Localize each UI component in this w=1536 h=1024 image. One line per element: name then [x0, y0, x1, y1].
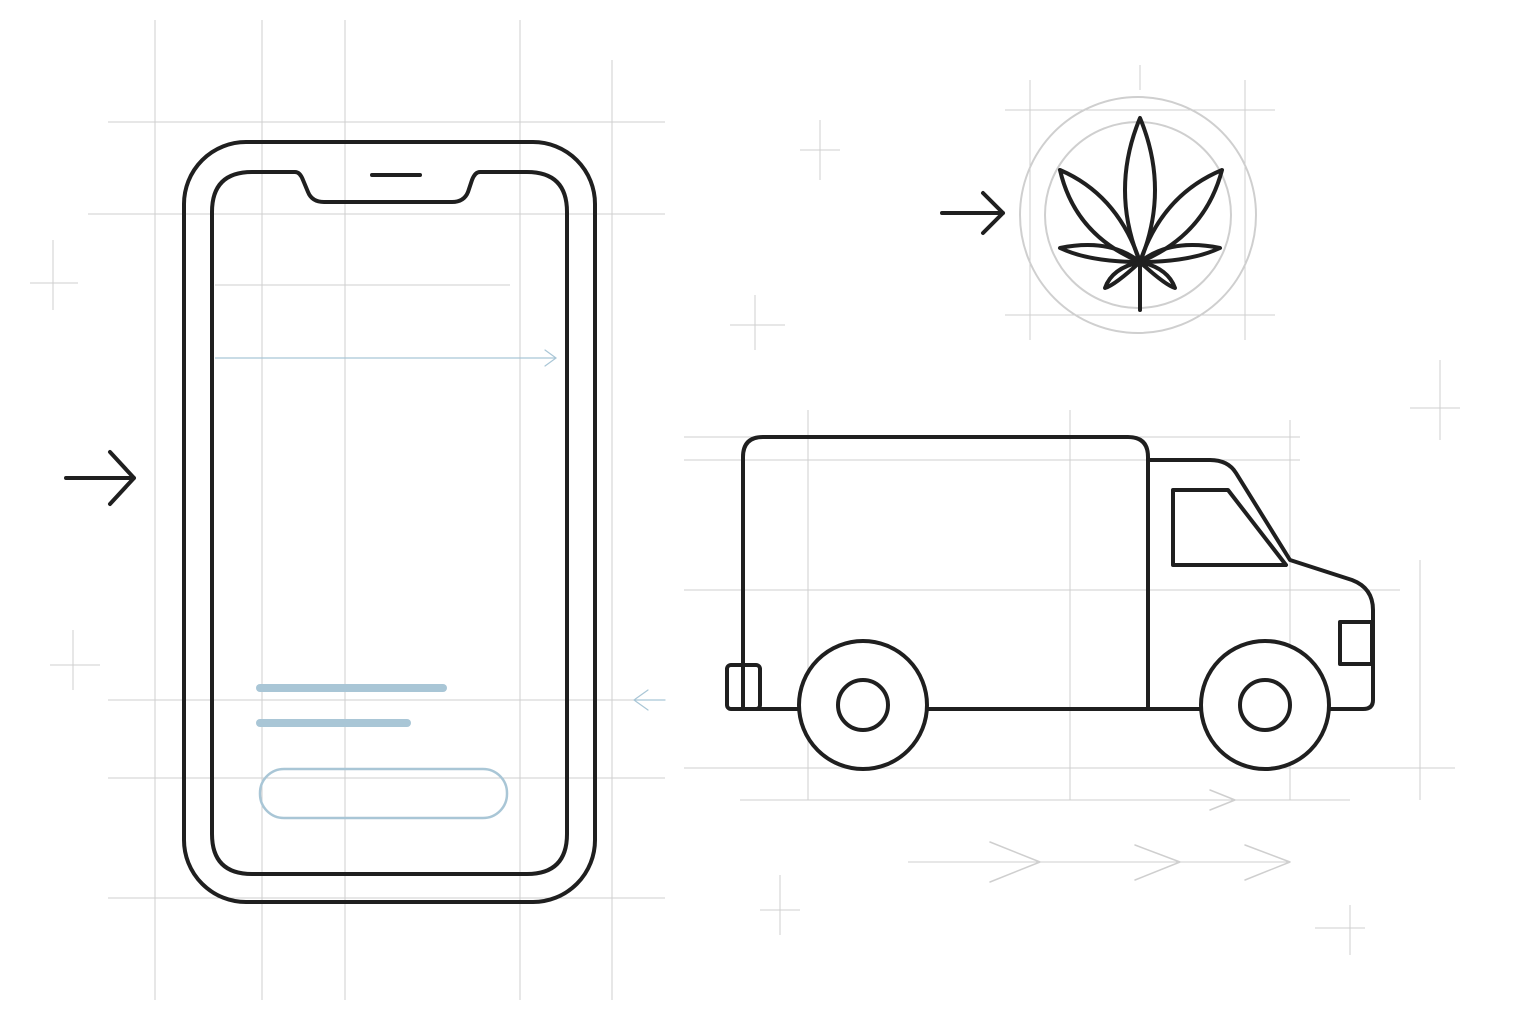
delivery-truck-icon: [725, 435, 1375, 771]
cannabis-leaf-icon: [1019, 96, 1257, 334]
order-button: [258, 767, 509, 820]
motion-arrows: [989, 789, 1291, 883]
arrow-right-icon: [940, 191, 1005, 235]
arrow-right-icon: [64, 450, 136, 506]
smartphone-icon: [182, 140, 597, 904]
